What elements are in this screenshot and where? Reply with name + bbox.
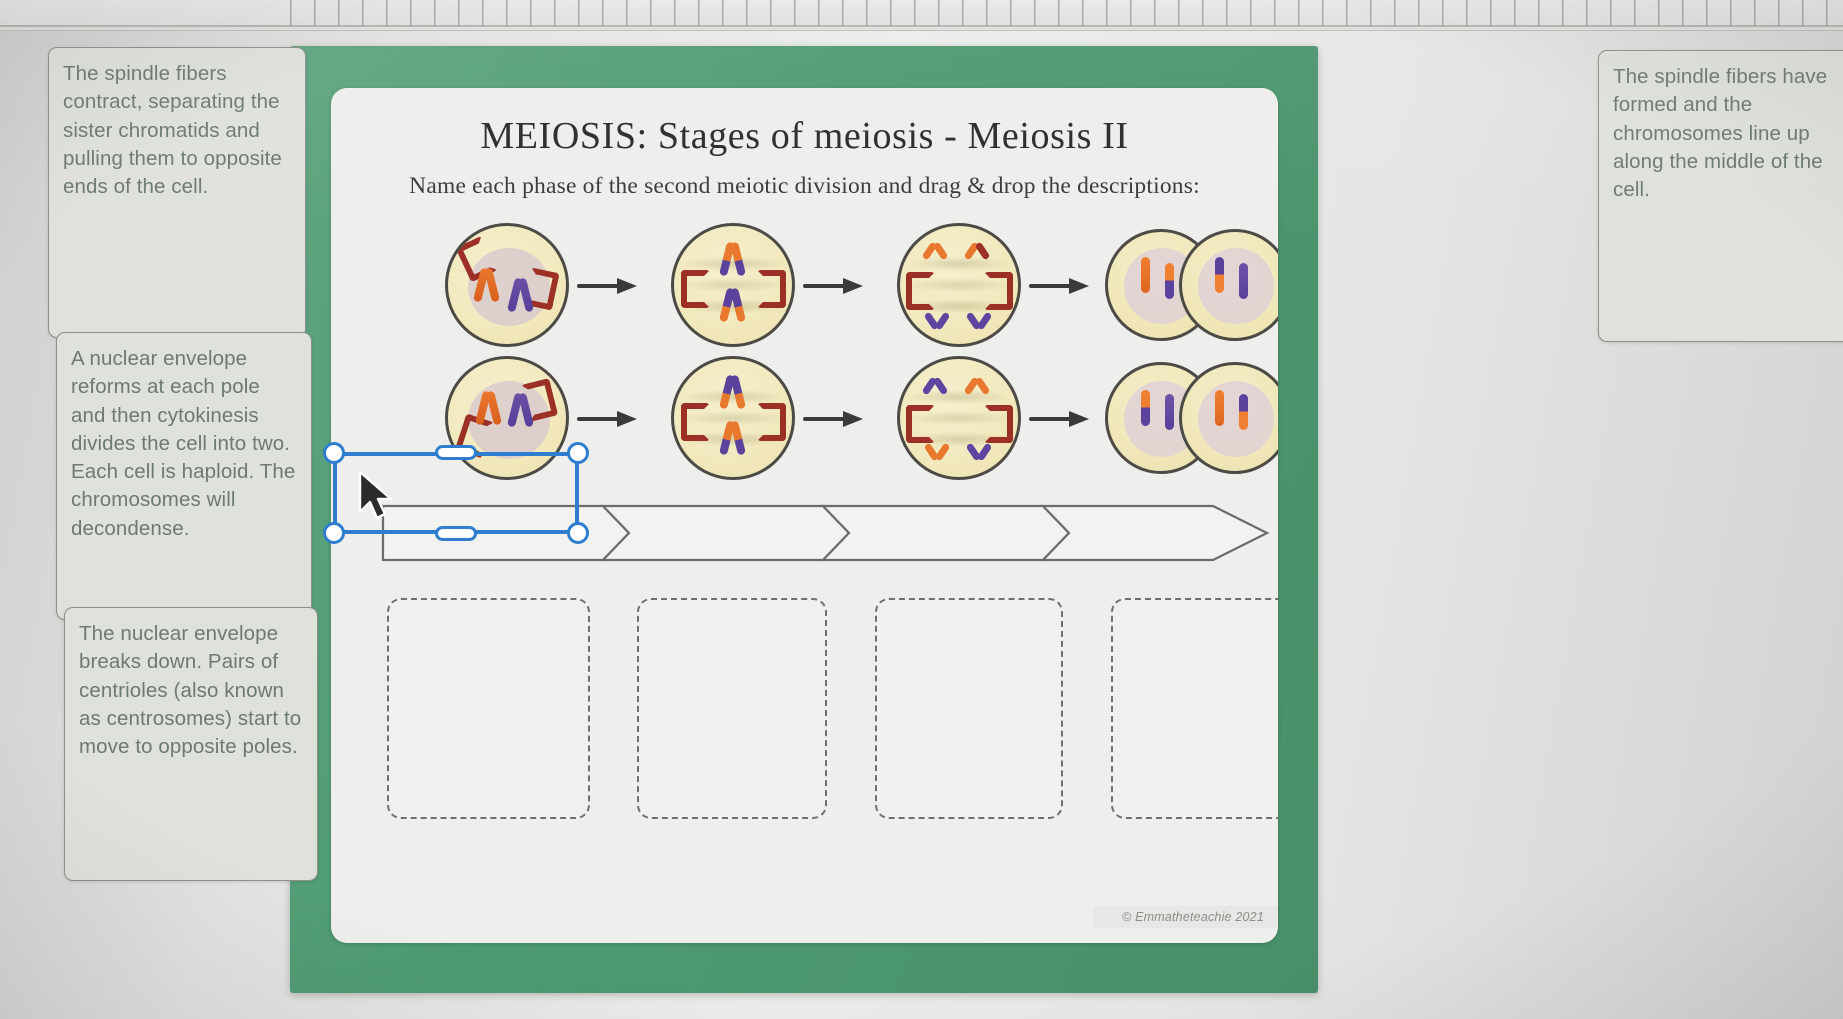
page-subtitle: Name each phase of the second meiotic di… bbox=[409, 173, 1200, 199]
description-card-spindle-contract[interactable]: The spindle fibers contract, separating … bbox=[48, 47, 306, 338]
diagram-row-2 bbox=[381, 356, 1278, 484]
drop-zone-3[interactable] bbox=[875, 598, 1063, 819]
telophase-ii-cell bbox=[1105, 356, 1278, 484]
copyright-label: © Emmatheteachie 2021 bbox=[1093, 906, 1278, 928]
drop-zone-2[interactable] bbox=[637, 598, 827, 819]
page-title: MEIOSIS: Stages of meiosis - Meiosis II bbox=[480, 115, 1129, 157]
metaphase-ii-cell bbox=[671, 356, 799, 484]
worksheet-panel: MEIOSIS: Stages of meiosis - Meiosis II … bbox=[290, 46, 1318, 993]
resize-handle-top-middle[interactable] bbox=[435, 445, 477, 460]
worksheet-sheet: MEIOSIS: Stages of meiosis - Meiosis II … bbox=[331, 88, 1278, 943]
metaphase-ii-cell bbox=[671, 223, 799, 351]
horizontal-ruler[interactable] bbox=[0, 0, 1843, 31]
telophase-ii-cell bbox=[1105, 223, 1278, 351]
description-card-text: The nuclear envelope breaks down. Pairs … bbox=[79, 622, 302, 759]
resize-handle-bottom-left[interactable] bbox=[323, 522, 345, 544]
chevron-segment-3 bbox=[820, 504, 1071, 562]
chevron-segment-2 bbox=[600, 504, 851, 562]
anaphase-ii-cell bbox=[897, 223, 1025, 351]
description-card-text: A nuclear envelope reforms at each pole … bbox=[71, 347, 296, 540]
ruler-ticks bbox=[290, 0, 1843, 26]
stage-arrow bbox=[1029, 411, 1091, 427]
resize-handle-bottom-middle[interactable] bbox=[435, 526, 477, 541]
drop-zone-1[interactable] bbox=[387, 598, 590, 819]
mouse-cursor bbox=[357, 470, 397, 526]
resize-handle-bottom-right[interactable] bbox=[567, 522, 589, 544]
chevron-segment-4 bbox=[1040, 504, 1270, 562]
description-card-text: The spindle fibers have formed and the c… bbox=[1613, 65, 1828, 202]
diagram-row-1 bbox=[381, 223, 1278, 351]
description-card-nuclear-breakdown[interactable]: The nuclear envelope breaks down. Pairs … bbox=[64, 607, 318, 881]
prophase-ii-cell bbox=[445, 223, 573, 351]
ruler-baseline bbox=[0, 25, 1843, 27]
stage-arrow bbox=[577, 278, 639, 294]
stage-arrow bbox=[803, 278, 865, 294]
description-card-text: The spindle fibers contract, separating … bbox=[63, 62, 282, 199]
anaphase-ii-cell bbox=[897, 356, 1025, 484]
selected-text-box[interactable] bbox=[323, 442, 589, 544]
resize-handle-top-right[interactable] bbox=[567, 442, 589, 464]
resize-handle-top-left[interactable] bbox=[323, 442, 345, 464]
description-card-spindle-formed[interactable]: The spindle fibers have formed and the c… bbox=[1598, 50, 1843, 342]
drop-zone-4[interactable] bbox=[1111, 598, 1278, 819]
stage-arrow bbox=[1029, 278, 1091, 294]
stage-arrow bbox=[803, 411, 865, 427]
stage-arrow bbox=[577, 411, 639, 427]
description-card-nuclear-reform[interactable]: A nuclear envelope reforms at each pole … bbox=[56, 332, 312, 620]
